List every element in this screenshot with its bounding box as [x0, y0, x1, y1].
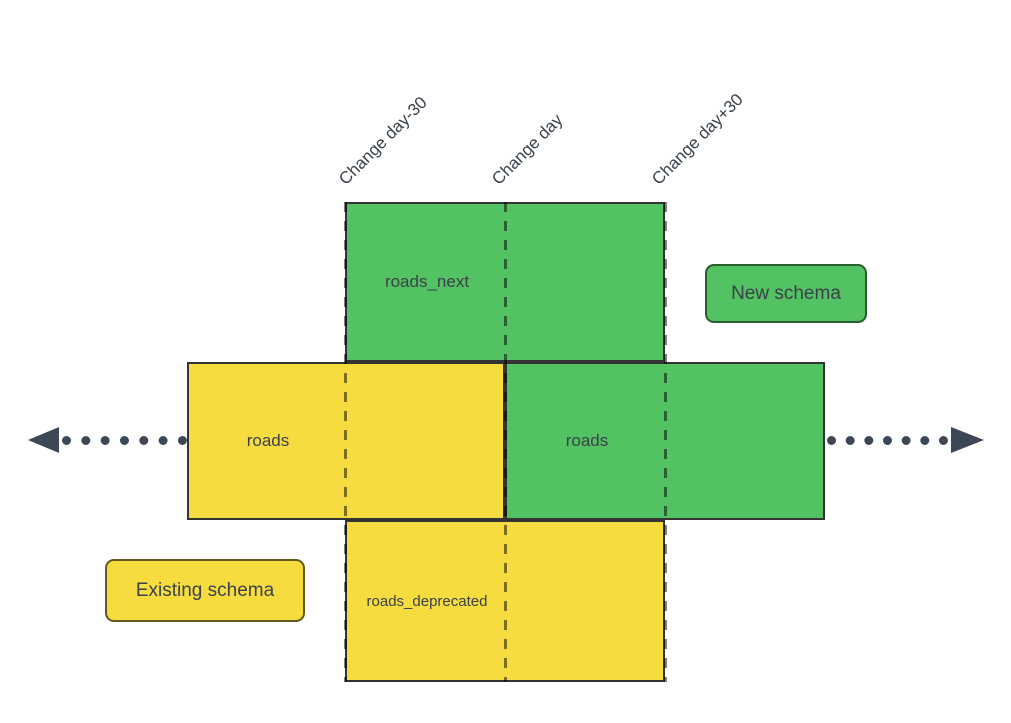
timeline-arrow-left-icon [28, 427, 59, 453]
legend-existing-schema[interactable]: Existing schema [105, 559, 305, 622]
box-roads-deprecated[interactable]: roads_deprecated [345, 520, 665, 682]
timeline-label-change-day-plus-30: Change day+30 [648, 89, 747, 189]
timeline-label-change-day-minus-30: Change day-30 [335, 92, 431, 189]
timeline-label-change-day: Change day [488, 110, 567, 189]
timeline-arrow-right-icon [951, 427, 984, 453]
timeline-dotted-line-right [827, 436, 948, 445]
legend-new-schema[interactable]: New schema [705, 264, 867, 323]
box-roads-next-label: roads_next [384, 272, 470, 291]
box-roads-existing-label: roads [246, 431, 290, 450]
box-roads-existing[interactable]: roads [187, 362, 505, 520]
box-roads-new-label: roads [565, 431, 609, 450]
timeline-dotted-line-left [62, 436, 187, 445]
legend-existing-schema-label: Existing schema [135, 579, 275, 601]
legend-new-schema-label: New schema [731, 282, 841, 304]
box-roads-next[interactable]: roads_next [345, 202, 665, 362]
box-roads-deprecated-label: roads_deprecated [366, 592, 488, 610]
box-roads-new[interactable]: roads [505, 362, 825, 520]
